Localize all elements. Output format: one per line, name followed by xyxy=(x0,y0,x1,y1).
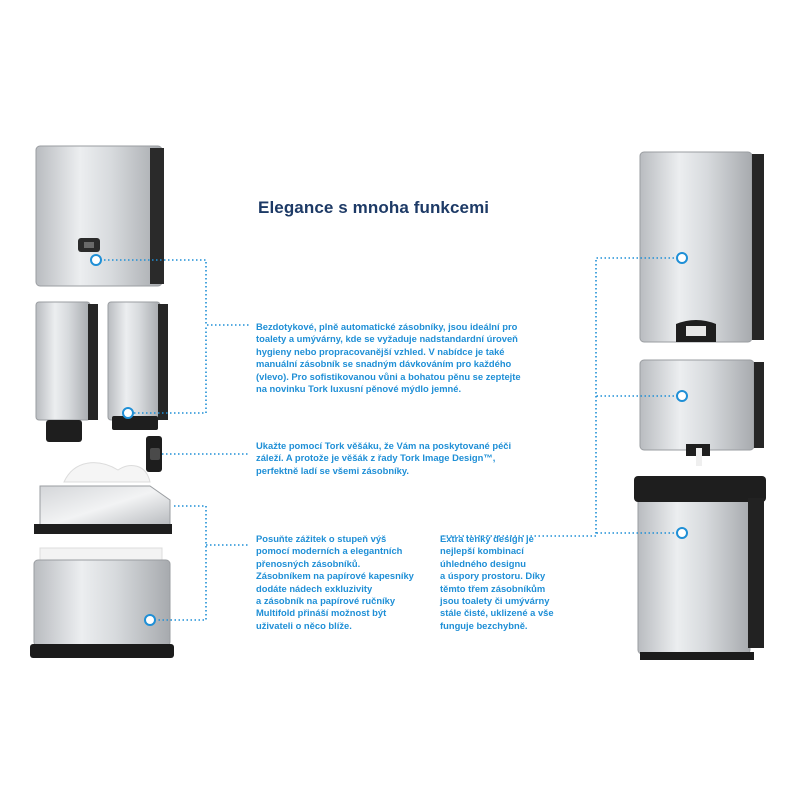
foam-soap-dispenser-sensor xyxy=(107,301,168,430)
hand-towel-dispenser xyxy=(35,145,164,287)
slim-towel-dispenser xyxy=(639,151,764,343)
text-soap-dispensers: Bezdotykové, plně automatické zásobníky,… xyxy=(256,321,521,395)
waste-bin xyxy=(634,476,766,660)
text-hook: Ukažte pomocí Tork věšáku, že Vám na pos… xyxy=(256,440,512,476)
page-heading: Elegance s mnoha funkcemi xyxy=(258,198,490,217)
slim-roll-towel-dispenser xyxy=(639,359,764,466)
multifold-counter-dispenser xyxy=(30,547,174,658)
facial-tissue-dispenser xyxy=(34,462,172,534)
text-thin-design: Extra tenký design je nejlepší kombinací… xyxy=(440,533,554,631)
hook xyxy=(146,436,162,472)
connector-lines xyxy=(96,257,682,621)
marker-rings xyxy=(90,252,688,626)
text-portable-dispensers: Posuňte zážitek o stupeň výš pomocí mode… xyxy=(256,533,414,631)
foam-soap-dispenser-manual xyxy=(35,301,98,442)
